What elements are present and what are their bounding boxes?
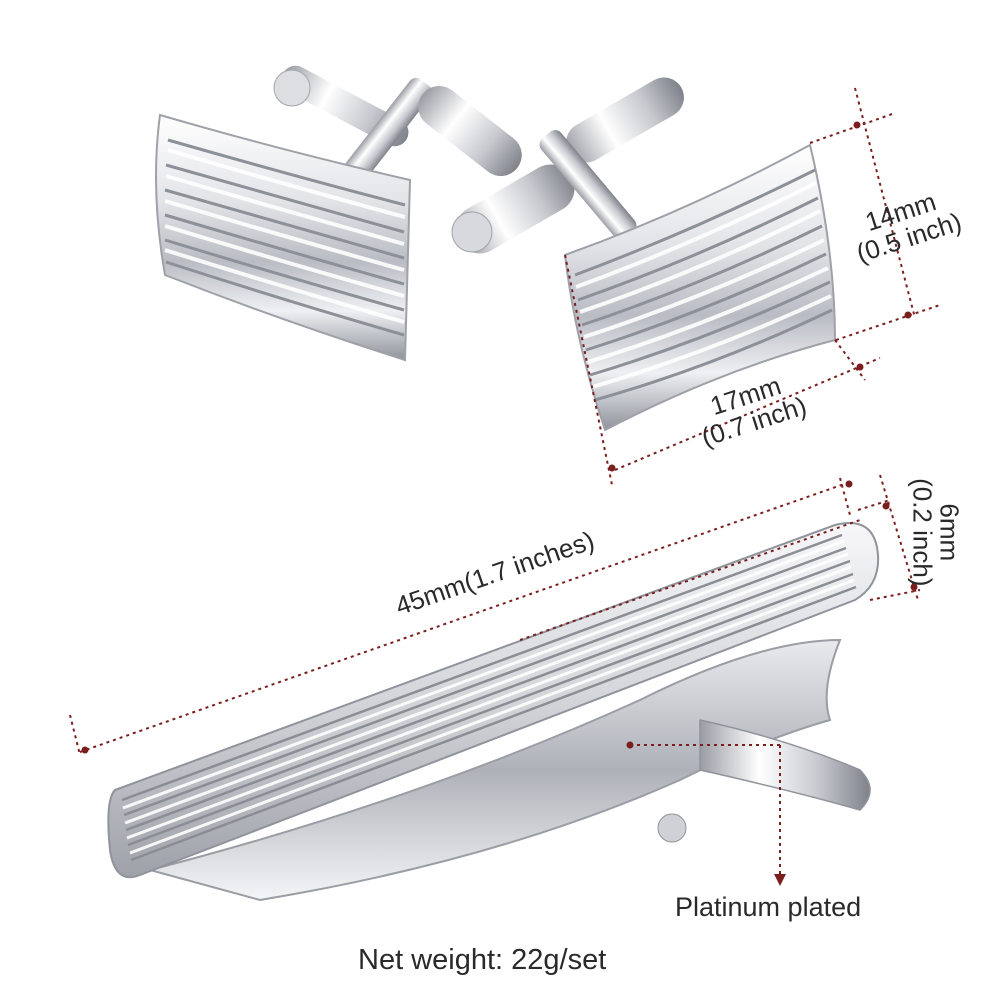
dimension-points: [81, 121, 918, 754]
cufflink-left: [155, 65, 522, 362]
tiebar-height-label: 6mm (0.2 inch): [907, 467, 965, 597]
cufflink-right: [451, 77, 837, 432]
tie-bar: [107, 522, 880, 902]
finish-label: Platinum plated: [675, 892, 862, 922]
dimension-lines: [69, 87, 941, 880]
arrow-down-icon: [774, 874, 786, 886]
tiebar-height-inch: (0.2 inch): [907, 478, 937, 587]
tiebar-height-mm: 6mm: [934, 503, 965, 562]
net-weight-label: Net weight: 22g/set: [358, 944, 607, 976]
